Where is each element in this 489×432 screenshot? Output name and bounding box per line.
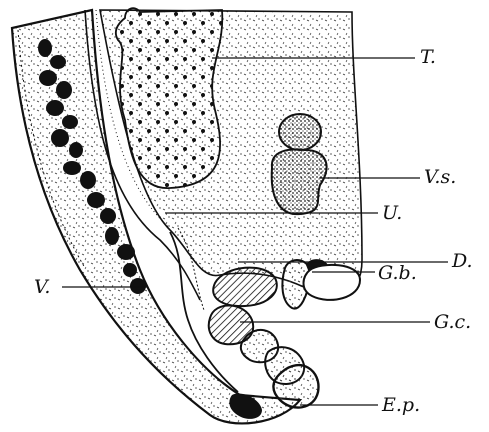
label-gb: G.b. bbox=[378, 264, 417, 283]
label-u: U. bbox=[382, 204, 402, 223]
label-vs: V.s. bbox=[424, 168, 456, 187]
vs-upper-ring bbox=[279, 114, 321, 150]
label-d: D. bbox=[452, 252, 473, 271]
label-gc: G.c. bbox=[434, 313, 471, 332]
vs-lower-sac bbox=[272, 149, 327, 214]
label-ep: E.p. bbox=[382, 396, 420, 415]
lower-lobe-right bbox=[304, 265, 361, 300]
label-v: V. bbox=[34, 278, 50, 297]
t-structure bbox=[116, 8, 222, 188]
label-t: T. bbox=[420, 48, 436, 67]
